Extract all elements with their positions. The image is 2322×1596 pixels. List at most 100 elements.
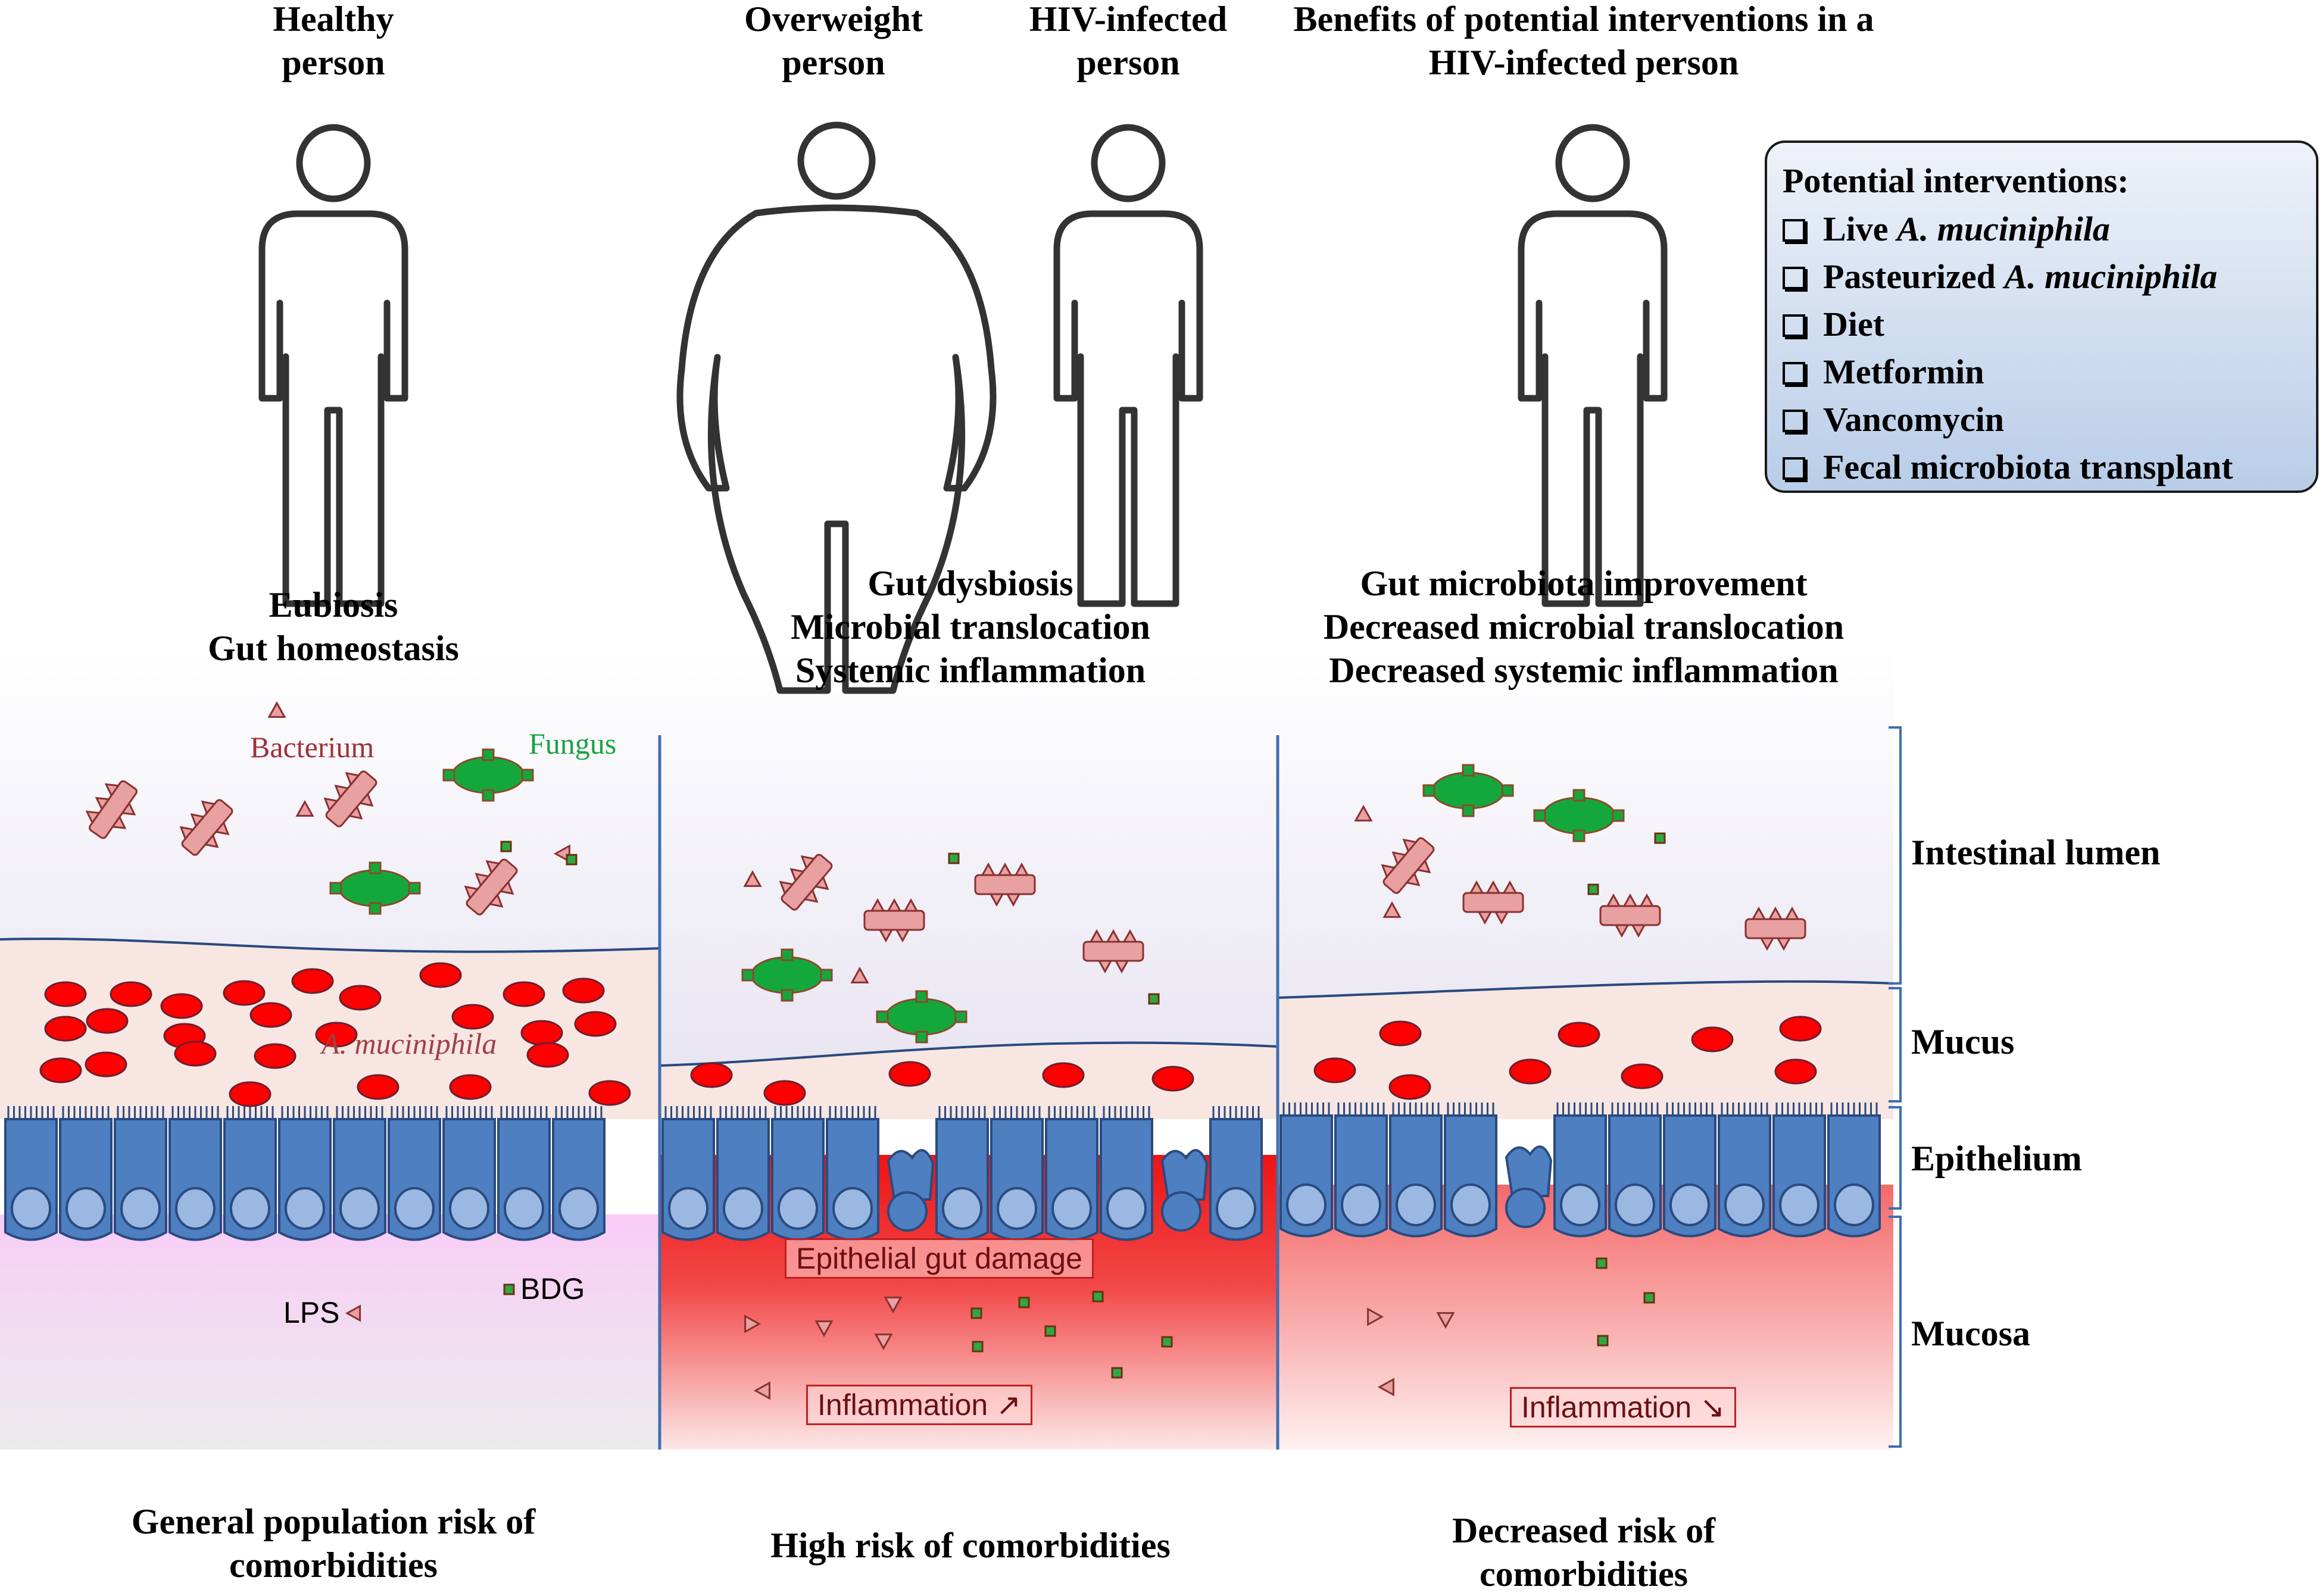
akkermansia-cell bbox=[1379, 1020, 1422, 1047]
bacterium-spike bbox=[475, 873, 490, 888]
fungus-body bbox=[1431, 772, 1505, 810]
bacterium-spike bbox=[111, 815, 127, 829]
bacterium-body bbox=[1744, 918, 1806, 939]
damaged-cell bbox=[1505, 1145, 1553, 1197]
improved-person-icon bbox=[1518, 124, 1668, 607]
fungus-bud bbox=[329, 882, 342, 895]
fungus-bud bbox=[781, 948, 794, 961]
bacterium-spike bbox=[1416, 858, 1431, 874]
fungus-icon bbox=[1533, 789, 1625, 842]
akkermansia-cell bbox=[1621, 1063, 1664, 1089]
akkermansia-cell bbox=[449, 1074, 492, 1100]
akkermansia-cell bbox=[419, 962, 462, 988]
bacterium-spike bbox=[1114, 960, 1129, 974]
akkermansia-cell bbox=[249, 1002, 292, 1028]
cell-nucleus bbox=[230, 1187, 270, 1230]
bacterium-spike bbox=[1639, 893, 1655, 907]
intervention-item: Pasteurized A. muciniphila bbox=[1783, 253, 2301, 301]
bacterium-spike bbox=[120, 801, 136, 816]
akkermansia-cell bbox=[451, 1004, 494, 1030]
hiv-person-icon bbox=[1053, 124, 1203, 607]
inflammation-up-label: Inflammation ↗ bbox=[806, 1385, 1033, 1425]
akkermansia-cell bbox=[229, 1081, 271, 1107]
benefits-title: Benefits of potential interventions in a… bbox=[1293, 0, 1874, 83]
benefits-state: Gut microbiota improvement Decreased mic… bbox=[1323, 564, 1845, 691]
intervention-item: Vancomycin bbox=[1783, 396, 2301, 443]
overweight-person-title: Overweight person bbox=[744, 0, 923, 83]
mucus-middle bbox=[660, 1042, 1278, 1119]
akkermansia-cell bbox=[85, 1051, 127, 1077]
lps-particle bbox=[1377, 1378, 1394, 1397]
lps-particle bbox=[743, 870, 762, 887]
healthy-state: Eubiosis Gut homeostasis bbox=[208, 585, 459, 669]
bdg-particle bbox=[972, 1341, 984, 1353]
lps-particle bbox=[744, 1314, 761, 1333]
bdg-particle bbox=[1111, 1367, 1123, 1379]
epithelial-damage-label: Epithelial gut damage bbox=[785, 1238, 1094, 1279]
body-outline bbox=[1518, 210, 1668, 607]
cell-nucleus bbox=[1396, 1183, 1436, 1226]
epithelium-healthy bbox=[4, 1106, 606, 1241]
akkermansia-cell bbox=[1558, 1022, 1600, 1048]
bdg-particle bbox=[1044, 1325, 1056, 1337]
intervention-item: Fecal microbiota transplant bbox=[1783, 443, 2301, 491]
bdg-particle bbox=[970, 1307, 982, 1319]
interventions-title: Potential interventions: bbox=[1783, 161, 2129, 200]
middle-risk: High risk of comorbidities bbox=[770, 1526, 1171, 1565]
bacterium-spike bbox=[464, 885, 479, 900]
bacterium-body bbox=[974, 874, 1036, 895]
lps-particle bbox=[874, 1333, 893, 1351]
fungus-bud bbox=[954, 1010, 968, 1023]
fungus-bud bbox=[741, 969, 754, 982]
benefits-risk: Decreased risk of comorbidities bbox=[1452, 1511, 1716, 1594]
akkermansia-cell bbox=[1509, 1058, 1552, 1085]
fungus-bud bbox=[369, 902, 382, 915]
cell-nucleus bbox=[1834, 1183, 1874, 1226]
bacterium-spike bbox=[1768, 906, 1783, 920]
bdg-particle bbox=[1092, 1291, 1104, 1303]
akkermansia-cell bbox=[110, 981, 152, 1007]
bacterium-icon bbox=[1599, 893, 1661, 938]
bdg-particle bbox=[1596, 1257, 1608, 1269]
shed-cell bbox=[1505, 1188, 1546, 1228]
bacterium-spike bbox=[895, 929, 910, 943]
bacterium-spike bbox=[1784, 906, 1800, 920]
bacterium-spike bbox=[358, 792, 374, 807]
akkermansia-cell bbox=[690, 1062, 733, 1088]
cell-nucleus bbox=[175, 1187, 216, 1230]
bacterium-spike bbox=[870, 898, 885, 912]
bacterium-spike bbox=[989, 893, 1004, 907]
fungus-bud bbox=[1572, 829, 1586, 842]
fungus-bud bbox=[915, 1030, 928, 1044]
bacterium-spike bbox=[1477, 911, 1493, 925]
bdg-particle bbox=[1587, 883, 1599, 895]
bacterium-spike bbox=[1759, 937, 1775, 951]
bacterium-icon bbox=[779, 854, 833, 911]
arrow-up-right-icon: ↗ bbox=[996, 1388, 1022, 1422]
akkermansia-cell bbox=[1042, 1062, 1085, 1088]
bdg-particle bbox=[1597, 1335, 1609, 1347]
akkermansia-cell bbox=[1691, 1026, 1734, 1052]
fungus-label: Fungus bbox=[529, 727, 617, 760]
cell-nucleus bbox=[65, 1187, 106, 1230]
bacterium-spike bbox=[1631, 924, 1646, 938]
fungus-bud bbox=[1462, 764, 1475, 777]
akkermansia-cell bbox=[520, 1020, 563, 1046]
arrow-down-right-icon: ↘ bbox=[1700, 1391, 1725, 1424]
akkermansia-cell bbox=[562, 977, 605, 1004]
mucus-right bbox=[1278, 981, 1893, 1119]
cell-nucleus bbox=[558, 1187, 599, 1230]
bacterium-spike bbox=[334, 785, 349, 799]
akkermansia-cell bbox=[44, 981, 87, 1007]
akkermansia-cell bbox=[223, 980, 266, 1006]
bacterium-spike bbox=[485, 860, 501, 874]
mucosa-healthy bbox=[0, 1214, 660, 1450]
checkbox-icon bbox=[1783, 457, 1805, 480]
cell-nucleus bbox=[1341, 1183, 1381, 1226]
bacterium-spike bbox=[803, 888, 819, 903]
bacterium-spike bbox=[1405, 872, 1421, 886]
damaged-cell bbox=[1160, 1149, 1209, 1201]
bacterium-spike bbox=[1751, 906, 1767, 920]
